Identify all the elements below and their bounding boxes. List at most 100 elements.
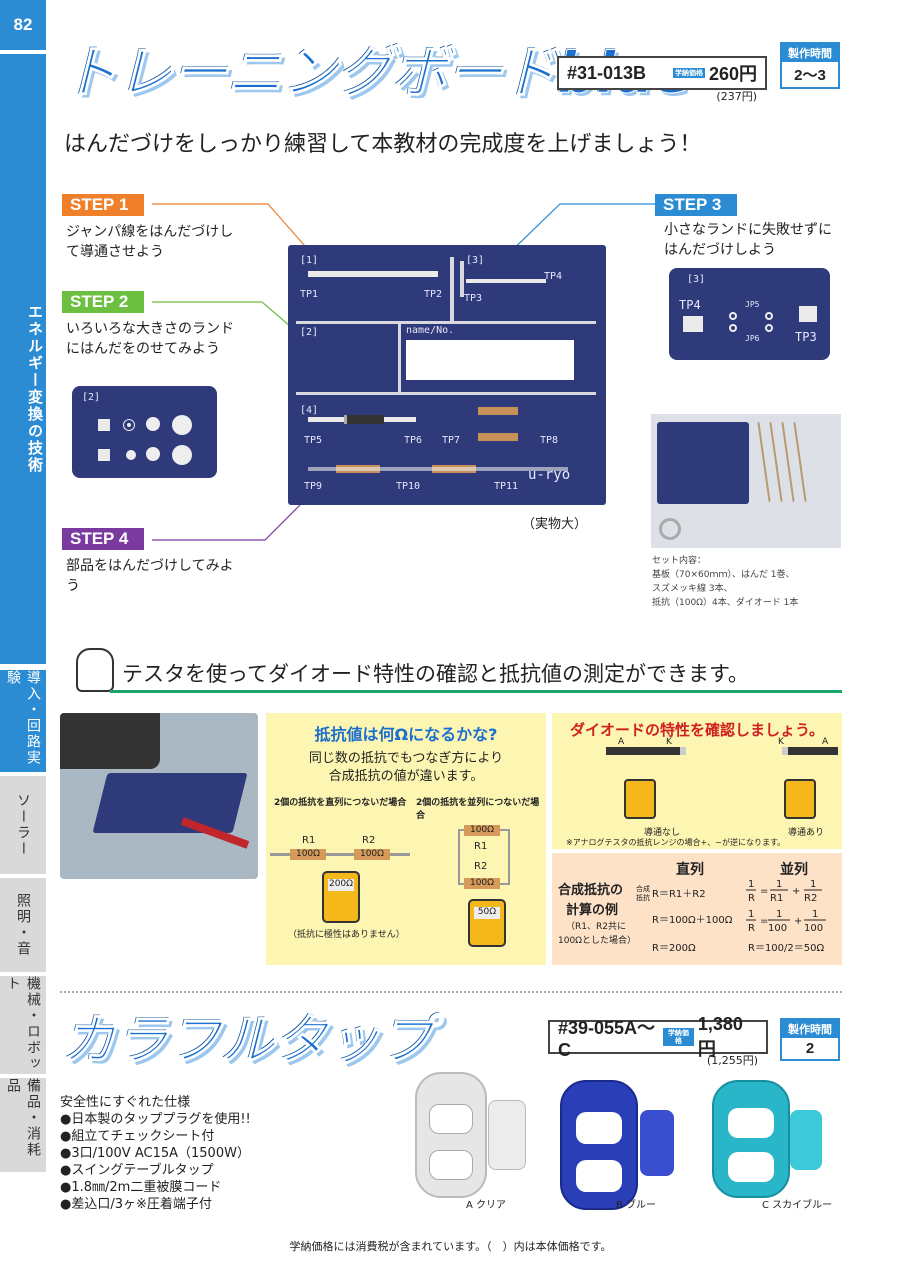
step-1-label: STEP 1 xyxy=(62,194,144,216)
tap-skyblue xyxy=(712,1080,790,1198)
product-code: #31-013B xyxy=(567,62,647,83)
svg-text:+: + xyxy=(792,886,800,897)
multimeter-series: 200Ω xyxy=(322,871,360,923)
step-3-label: STEP 3 xyxy=(655,194,737,216)
svg-text:1: 1 xyxy=(810,879,816,890)
step-2-text: いろいろな大きさのランドにはんだをのせてみよう xyxy=(66,321,234,357)
name-label: name/No. xyxy=(406,325,455,336)
step-3-text: 小さなランドに失敗せずにはんだづけしよう xyxy=(664,222,832,258)
price-sub: (237円) xyxy=(716,90,757,103)
footer-note: 学納価格には消費税が含まれています。（ ）内は本体価格です。 xyxy=(289,1240,612,1253)
training-board-pcb: [1] [3] [2] [4] name/No. TP1 TP2 TP3 TP4… xyxy=(288,245,606,505)
parallel-label: 2個の抵抗を並列につないだ場合 xyxy=(416,798,540,821)
tp11: TP11 xyxy=(494,481,519,492)
feature-list: 安全性にすぐれた仕様 ●日本製のタッププラグを使用!! ●組立てチェックシート付… xyxy=(60,1095,251,1212)
step3-closeup: [3] TP4 TP3 JP5 JP6 xyxy=(669,268,830,360)
multimeter-parallel: 50Ω xyxy=(468,899,506,947)
build-time-label: 製作時間 xyxy=(782,1020,838,1038)
price-tag: 学納価格 xyxy=(672,68,705,78)
tp8: TP8 xyxy=(540,435,559,446)
tp4: TP4 xyxy=(544,271,563,282)
tp10: TP10 xyxy=(396,481,421,492)
board-brand: u-ryo xyxy=(528,467,571,483)
tester-heading: テスタを使ってダイオード特性の確認と抵抗値の測定ができます。 xyxy=(122,662,749,686)
page-number: 82 xyxy=(0,0,46,50)
no-polarity-note: （抵抗に極性はありません） xyxy=(288,930,405,940)
price-box-colorful-tap: #39-055A〜C 学納価格 1,380円 (1,255円) xyxy=(548,1014,768,1067)
nav-tab-intro[interactable]: 導入・回路実験 xyxy=(0,668,46,772)
tp6: TP6 xyxy=(404,435,423,446)
build-time-label: 製作時間 xyxy=(782,44,838,62)
series-label: 2個の抵抗を直列につないだ場合 xyxy=(274,798,407,808)
calc-panel: 合成抵抗の 計算の例 （R1、R2共に 100Ωとした場合） 直列 並列 合成抵… xyxy=(552,853,842,965)
quiz-title: 抵抗値は何Ωになるかな? xyxy=(314,725,498,744)
product-subtitle: はんだづけをしっかり練習して本教材の完成度を上げましょう！ xyxy=(64,132,702,157)
section-1-label: [1] xyxy=(300,255,319,266)
svg-text:1: 1 xyxy=(748,879,754,890)
step2-closeup: [2] xyxy=(72,386,217,478)
step-4-text: 部品をはんだづけしてみよう xyxy=(66,558,234,594)
tap-blue xyxy=(560,1080,638,1210)
nav-tab-solar[interactable]: ソーラー xyxy=(0,774,46,874)
variant-a-label: A クリア xyxy=(466,1200,507,1211)
svg-text:+: + xyxy=(794,916,802,927)
build-time-value: 2 xyxy=(805,1040,815,1057)
analog-note: ※アナログテスタの抵抗レンジの場合+、−が逆になります。 xyxy=(566,838,786,847)
step-2-label: STEP 2 xyxy=(62,291,144,313)
tp9: TP9 xyxy=(304,481,323,492)
heading-underline xyxy=(110,690,842,693)
svg-text:=: = xyxy=(760,916,768,927)
price: 1,380円 xyxy=(697,1013,743,1059)
step-4-label: STEP 4 xyxy=(62,528,144,550)
svg-text:100: 100 xyxy=(804,923,823,933)
price-box-training-board: #31-013B 学納価格 260円 (237円) xyxy=(557,56,767,103)
svg-text:1: 1 xyxy=(776,879,782,890)
svg-text:R1: R1 xyxy=(770,893,783,904)
tp5: TP5 xyxy=(304,435,323,446)
tp2: TP2 xyxy=(424,289,443,300)
plug-skyblue xyxy=(790,1110,822,1170)
tp3: TP3 xyxy=(464,293,483,304)
tp1: TP1 xyxy=(300,289,319,300)
nav-tab-robot[interactable]: 機械・ロボット xyxy=(0,974,46,1074)
multimeter-diode-off xyxy=(624,779,656,819)
section-3-label: [3] xyxy=(466,255,485,266)
product-code: #39-055A〜C xyxy=(558,1017,656,1060)
multimeter-diode-on xyxy=(784,779,816,819)
svg-text:100: 100 xyxy=(768,923,787,933)
variant-b-label: B ブルー xyxy=(616,1200,657,1211)
svg-text:R2: R2 xyxy=(804,893,817,904)
build-time-box: 製作時間 2〜3 xyxy=(780,42,840,89)
product-title-colorful-tap: カラフルタップ xyxy=(62,1009,435,1072)
tester-photo xyxy=(60,713,258,879)
tp7: TP7 xyxy=(442,435,461,446)
svg-text:1: 1 xyxy=(748,909,754,920)
set-contents: セット内容： 基板（70×60ｍｍ）、はんだ 1巻、 スズメッキ線 3本、 抵抗… xyxy=(652,556,799,608)
svg-text:=: = xyxy=(760,886,768,897)
section-divider xyxy=(60,991,842,993)
svg-text:1: 1 xyxy=(776,909,782,920)
step-1-text: ジャンパ線をはんだづけして導通させよう xyxy=(66,224,234,260)
nav-tab-lighting[interactable]: 照明・音 xyxy=(0,876,46,972)
svg-text:R: R xyxy=(748,893,755,904)
plug-blue xyxy=(640,1110,674,1176)
chapter-label: エネルギー変換の技術 xyxy=(0,54,46,664)
price-tag: 学納価格 xyxy=(663,1028,694,1046)
name-field xyxy=(406,340,574,380)
diode-panel: ダイオードの特性を確認しましょう。 A K K A 導通なし 導通あり ※アナロ… xyxy=(552,713,842,849)
build-time-box: 製作時間 2 xyxy=(780,1018,840,1061)
variant-c-label: C スカイブルー xyxy=(762,1200,833,1211)
price-sub: (1,255円) xyxy=(706,1054,758,1067)
plug-clear xyxy=(488,1100,526,1170)
svg-text:1: 1 xyxy=(812,909,818,920)
build-time-value: 2〜3 xyxy=(794,67,826,84)
kit-contents-photo xyxy=(651,414,841,548)
section-2-label: [2] xyxy=(300,327,319,338)
diode-title: ダイオードの特性を確認しましょう。 xyxy=(569,721,825,739)
price: 260円 xyxy=(708,64,757,84)
nav-tab-supplies[interactable]: 備品・消耗品 xyxy=(0,1076,46,1172)
tap-clear xyxy=(415,1072,487,1198)
actual-size-label: （実物大） xyxy=(522,517,588,532)
pointing-hand-icon xyxy=(76,648,114,692)
